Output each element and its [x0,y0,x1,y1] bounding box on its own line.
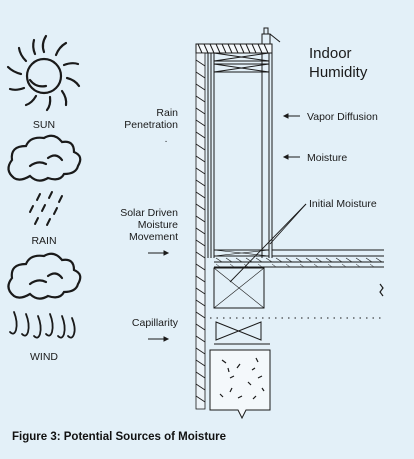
capillarity-label: Capillarity [132,317,179,329]
rain-label: RAIN [31,235,56,247]
wind-label: WIND [30,351,58,363]
moisture-label: Moisture [307,152,347,164]
vapor-diffusion-arrow [282,113,300,119]
solar-arrow [148,250,170,256]
vapor-diffusion-label: Vapor Diffusion [307,111,378,123]
roof-cap [195,27,281,54]
figure-caption: Figure 3: Potential Sources of Moisture [12,431,227,443]
wind-gust-icon [9,311,76,339]
initial-moisture-leader-lines [229,203,307,283]
capillarity-arrow [148,336,170,342]
indoor-humidity-label-line1: Indoor [309,45,352,62]
raindrops-icon [29,191,63,226]
sun-icon [6,34,81,112]
indoor-humidity-label-line2: Humidity [309,64,368,81]
wind-cloud-icon [7,252,82,300]
rain-cloud-icon [7,134,82,182]
solar-driven-label-line2: Moisture [138,219,178,231]
sill-plate [214,321,270,345]
rain-penetration-label-line2: Penetration [124,119,178,131]
concrete-foundation [209,349,271,420]
moisture-arrow [282,154,300,160]
solar-driven-label-line3: Movement [129,231,178,243]
exterior-cladding [195,52,206,410]
floor-assembly [213,249,384,309]
solar-driven-label-line1: Solar Driven [120,207,178,219]
arrow-dot: · [164,136,167,147]
initial-moisture-label: Initial Moisture [309,198,377,210]
wall-layers [207,52,273,258]
sun-label: SUN [33,119,55,131]
rain-penetration-label-line1: Rain [156,107,178,119]
